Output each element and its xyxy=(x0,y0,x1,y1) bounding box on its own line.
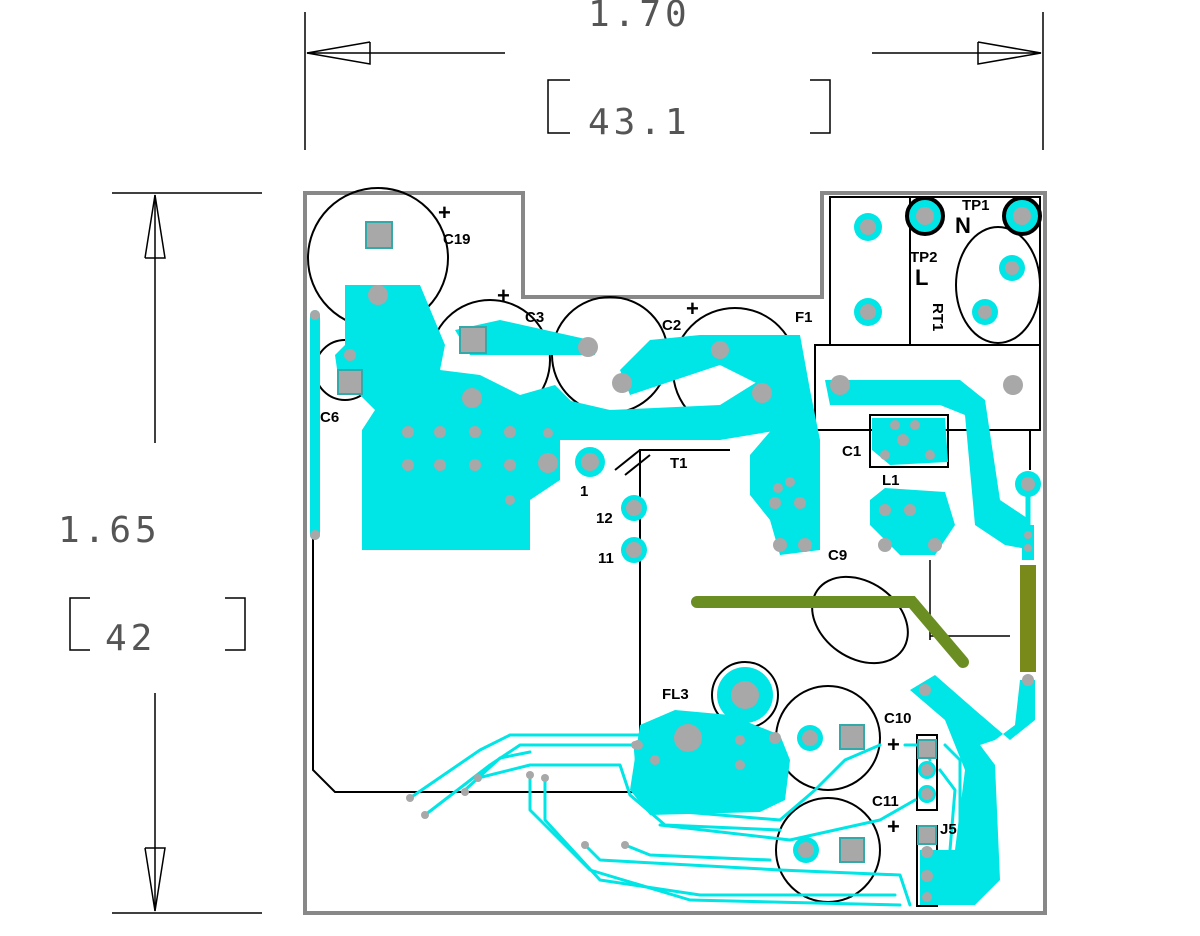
label-c2: C2 xyxy=(662,317,681,334)
label-c19-plus: + xyxy=(438,200,451,225)
width-inch-label: 1.70 xyxy=(588,0,691,35)
label-c10: C10 xyxy=(884,710,912,727)
label-l1: L1 xyxy=(882,472,900,489)
height-inch-label: 1.65 xyxy=(58,510,161,551)
label-c19: C19 xyxy=(443,231,471,248)
height-dimension xyxy=(69,192,262,914)
primary-ground-pour xyxy=(345,285,590,550)
olive-traces xyxy=(691,565,1036,672)
label-l: L xyxy=(915,265,928,290)
label-pin-12: 12 xyxy=(596,510,613,527)
reference-designators: C19 + C3 + C2 + F1 C6 TP1 N TP2 L RT1 C1… xyxy=(320,197,990,839)
label-c6: C6 xyxy=(320,409,339,426)
width-dimension xyxy=(304,12,1044,150)
label-c3: C3 xyxy=(525,309,544,326)
label-tp1: TP1 xyxy=(962,197,990,214)
label-c1: C1 xyxy=(842,443,861,460)
label-f1: F1 xyxy=(795,309,813,326)
label-tp2: TP2 xyxy=(910,249,938,266)
pads xyxy=(310,196,1042,902)
label-c10-plus: + xyxy=(887,732,900,757)
label-n: N xyxy=(955,213,971,238)
label-c9: C9 xyxy=(828,547,847,564)
label-t1: T1 xyxy=(670,455,688,472)
copper-traces xyxy=(310,310,1034,907)
label-pin-11: 11 xyxy=(598,550,614,567)
label-rt1: RT1 xyxy=(929,303,946,331)
label-fl3: FL3 xyxy=(662,686,689,703)
label-j5: J5 xyxy=(940,821,957,838)
height-mm-label: 42 xyxy=(105,618,156,659)
label-c11: C11 xyxy=(872,793,899,810)
width-mm-label: 43.1 xyxy=(588,102,691,143)
label-c3-plus: + xyxy=(497,283,510,308)
label-pin-1: 1 xyxy=(580,483,588,500)
label-c2-plus: + xyxy=(686,296,699,321)
label-c11-plus: + xyxy=(887,814,900,839)
board-outline xyxy=(303,191,1047,915)
